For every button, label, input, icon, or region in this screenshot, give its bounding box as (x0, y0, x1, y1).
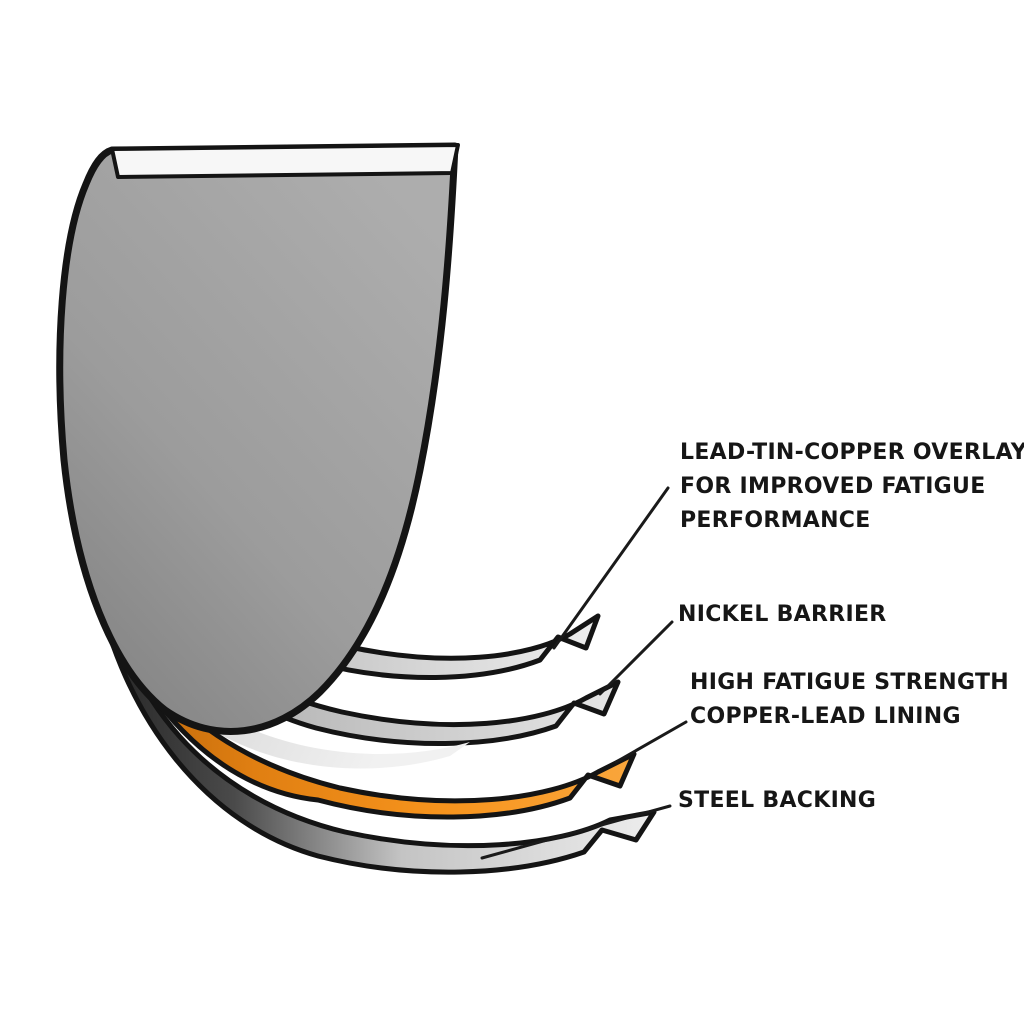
steel-backing-label: STEEL BACKING (678, 784, 876, 818)
nickel-barrier-label: NICKEL BARRIER (678, 598, 887, 632)
steel-backing-label-line-1: STEEL BACKING (678, 788, 877, 813)
overlay-label-line-2: FOR IMPROVED FATIGUE (680, 474, 986, 499)
overlay-label-line-3: PERFORMANCE (680, 508, 871, 533)
nickel-leader-line (598, 620, 674, 696)
overlay-label: LEAD-TIN-COPPER OVERLAY FOR IMPROVED FAT… (680, 436, 1024, 538)
lining-label-line-2: COPPER-LEAD LINING (690, 704, 961, 729)
copper-lead-lining-layer (89, 545, 637, 820)
bearing-shell-body (56, 142, 459, 735)
lining-label-line-1: HIGH FATIGUE STRENGTH (690, 670, 1009, 695)
shell-top-edge (110, 143, 460, 179)
overlay-leader-line (552, 486, 670, 650)
nickel-barrier-label-line-1: NICKEL BARRIER (678, 602, 887, 627)
overlay-label-line-1: LEAD-TIN-COPPER OVERLAY (680, 440, 1024, 465)
steel-leader-line (480, 804, 672, 860)
steel-backing-layer (91, 557, 657, 875)
lining-leader-line (614, 720, 688, 764)
copper-lead-lining-label: HIGH FATIGUE STRENGTH COPPER-LEAD LINING (690, 666, 1009, 734)
